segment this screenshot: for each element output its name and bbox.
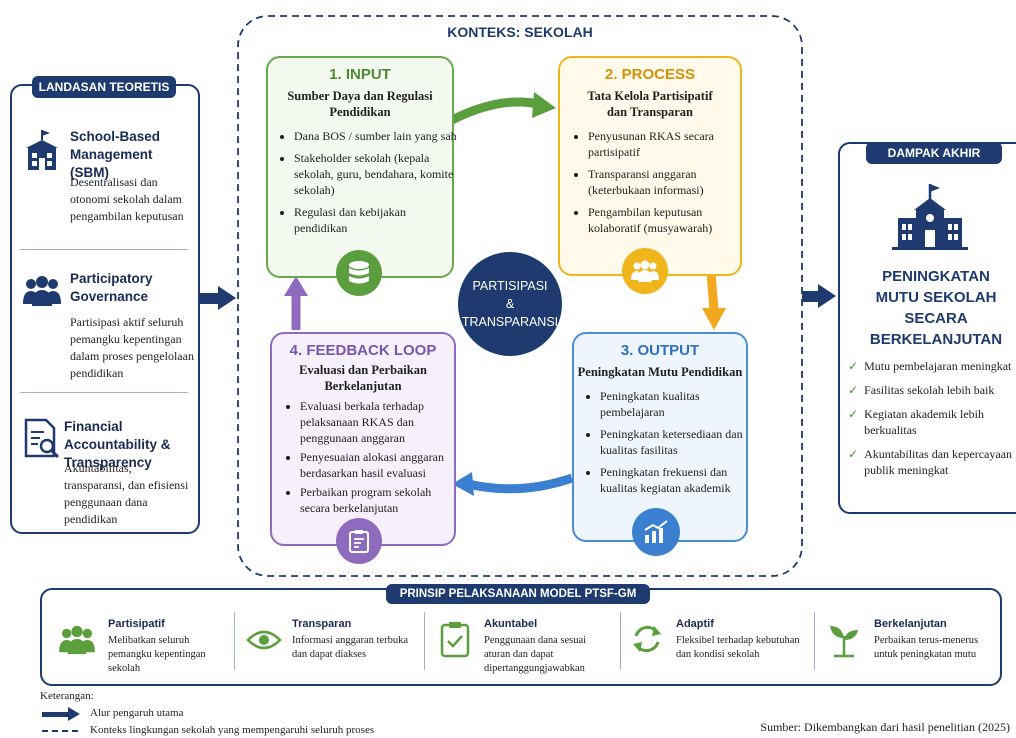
input-title: 1. INPUT — [329, 66, 391, 83]
source-note: Sumber: Dikembangkan dari hasil peneliti… — [760, 720, 1010, 734]
database-icon — [336, 250, 382, 296]
center-label: PARTISIPASI — [472, 279, 548, 293]
dampak-title-line: PENINGKATAN — [882, 268, 990, 285]
process-subtitle: Tata Kelola Partisipatif dan Transparan — [587, 89, 713, 119]
arrow-process-to-output — [706, 271, 719, 311]
center-label: TRANSPARANSI — [461, 315, 559, 329]
school-icon — [22, 128, 62, 172]
process-bullets: Penyusunan RKAS secara partisipatif Tran… — [572, 128, 748, 242]
dampak-item-text: Akuntabilitas dan kepercayaan publik men… — [864, 447, 1012, 477]
dampak-title-line: MUTU SEKOLAH — [875, 289, 997, 306]
prinsip-item-title: Transparan — [292, 618, 352, 630]
dampak-item: ✓ Akuntabilitas dan kepercayaan publik me… — [848, 446, 1016, 478]
input-bullet: Dana BOS / sumber lain yang sah — [294, 128, 462, 144]
document-search-icon — [22, 418, 62, 460]
feedback-bullets: Evaluasi berkala terhadap pelaksanaan RK… — [284, 398, 464, 519]
check-icon: ✓ — [848, 447, 859, 461]
check-icon: ✓ — [848, 407, 859, 421]
dampak-title: PENINGKATAN MUTU SEKOLAH SECARA BERKELAN… — [846, 266, 1016, 350]
check-icon: ✓ — [848, 383, 859, 397]
prinsip-item-desc: Informasi anggaran terbuka dan dapat dia… — [292, 635, 409, 660]
feedback-bullet: Evaluasi berkala terhadap pelaksanaan RK… — [300, 398, 464, 446]
legend-title: Keterangan: — [40, 690, 94, 702]
landasan-item-title: School-Based Management (SBM) — [70, 129, 161, 180]
input-bullet: Stakeholder sekolah (kepala sekolah, gur… — [294, 150, 462, 198]
process-bullet: Pengambilan keputusan kolaboratif (musya… — [588, 204, 748, 236]
dampak-item: ✓ Mutu pembelajaran meningkat — [848, 358, 1016, 374]
process-title: 2. PROCESS — [604, 66, 696, 83]
process-box — [558, 56, 742, 276]
prinsip-item-desc: Penggunaan dana sesuai aturan dan dapat … — [484, 635, 587, 674]
prinsip-item-desc: Fleksibel terhadap kebutuhan dan kondisi… — [676, 635, 800, 660]
prinsip-item-title: Akuntabel — [484, 618, 538, 630]
prinsip-item-title: Partisipatif — [108, 618, 165, 630]
dampak-item-text: Fasilitas sekolah lebih baik — [864, 383, 995, 397]
input-bullets: Dana BOS / sumber lain yang sah Stakehol… — [278, 128, 462, 242]
legend-dashed-label: Konteks lingkungan sekolah yang mempenga… — [90, 724, 375, 736]
dampak-header: DAMPAK AKHIR — [866, 142, 1002, 164]
output-bullets: Peningkatan kualitas pembelajaran Pening… — [584, 388, 756, 502]
input-subtitle: Sumber Daya dan Regulasi Pendidikan — [287, 89, 433, 119]
output-subtitle: Peningkatan Mutu Pendidikan — [577, 365, 743, 379]
landasan-item-title: Participatory Governance — [70, 271, 153, 304]
dampak-item-text: Kegiatan akademik lebih berkualitas — [864, 407, 985, 437]
center-participation-circle: PARTISIPASI & TRANSPARANSI — [458, 252, 562, 356]
dampak-item: ✓ Kegiatan akademik lebih berkualitas — [848, 406, 1016, 438]
arrow-input-to-process — [449, 97, 539, 125]
context-dashed-border — [237, 15, 803, 577]
output-bullet: Peningkatan frekuensi dan kualitas kegia… — [600, 464, 756, 496]
feedback-title: 4. FEEDBACK LOOP — [289, 342, 437, 359]
prinsip-item-desc: Perbaikan terus-menerus untuk peningkata… — [874, 635, 979, 660]
divider — [20, 249, 188, 250]
clipboard-icon — [336, 518, 382, 564]
landasan-item-desc: Desentralisasi dan otonomi sekolah dalam… — [70, 175, 184, 223]
feedback-bullet: Penyesuaian alokasi anggaran berdasarkan… — [300, 449, 464, 481]
process-bullet: Transparansi anggaran (keterbukaan infor… — [588, 166, 748, 198]
divider — [620, 612, 621, 670]
divider — [20, 392, 188, 393]
people-icon — [22, 274, 62, 308]
prinsip-item-title: Berkelanjutan — [874, 618, 947, 630]
prinsip-header: PRINSIP PELAKSANAAN MODEL PTSF-GM — [386, 584, 650, 604]
sprout-icon — [828, 622, 860, 658]
divider — [814, 612, 815, 670]
prinsip-item-title: Adaptif — [676, 618, 714, 630]
refresh-icon — [630, 622, 664, 656]
people-icon — [58, 624, 98, 658]
divider — [424, 612, 425, 670]
arrow-left-to-model — [198, 286, 236, 310]
team-icon — [622, 248, 668, 294]
growth-chart-icon — [632, 508, 680, 556]
dampak-item: ✓ Fasilitas sekolah lebih baik — [848, 382, 1016, 398]
dampak-title-line: BERKELANJUTAN — [869, 331, 1003, 348]
output-title: 3. OUTPUT — [620, 342, 700, 359]
output-bullet: Peningkatan kualitas pembelajaran — [600, 388, 756, 420]
school-icon — [892, 182, 968, 250]
prinsip-item-desc: Melibatkan seluruh pemangku kepentingan … — [108, 635, 206, 674]
context-label: KONTEKS: SEKOLAH — [447, 24, 593, 40]
check-icon: ✓ — [848, 359, 859, 373]
feedback-bullet: Perbaikan program sekolah secara berkela… — [300, 484, 464, 516]
dampak-item-text: Mutu pembelajaran meningkat — [864, 359, 1012, 373]
divider — [234, 612, 235, 670]
clipboard-check-icon — [440, 620, 470, 658]
dampak-list: ✓ Mutu pembelajaran meningkat ✓ Fasilitas … — [848, 358, 1016, 478]
landasan-item-desc: Akuntabilitas, transparansi, dan efisien… — [64, 461, 189, 526]
input-bullet: Regulasi dan kebijakan pendidikan — [294, 204, 462, 236]
input-box — [266, 56, 454, 278]
landasan-item-desc: Partisipasi aktif seluruh pemangku kepen… — [70, 315, 194, 380]
legend-arrow-label: Alur pengaruh utama — [90, 707, 184, 719]
arrow-model-to-dampak — [802, 284, 836, 308]
landasan-item-title: Financial Accountability & Transparency — [64, 419, 171, 470]
output-bullet: Peningkatan ketersediaan dan kualitas fa… — [600, 426, 756, 458]
process-bullet: Penyusunan RKAS secara partisipatif — [588, 128, 748, 160]
arrow-output-to-feedback — [466, 473, 574, 494]
eye-icon — [246, 628, 282, 652]
feedback-subtitle: Evaluasi dan Perbaikan Berkelanjutan — [299, 363, 427, 393]
center-label: & — [505, 297, 515, 311]
landasan-header: LANDASAN TEORETIS — [32, 76, 176, 98]
dampak-title-line: SECARA — [904, 310, 968, 327]
output-box — [572, 332, 748, 542]
